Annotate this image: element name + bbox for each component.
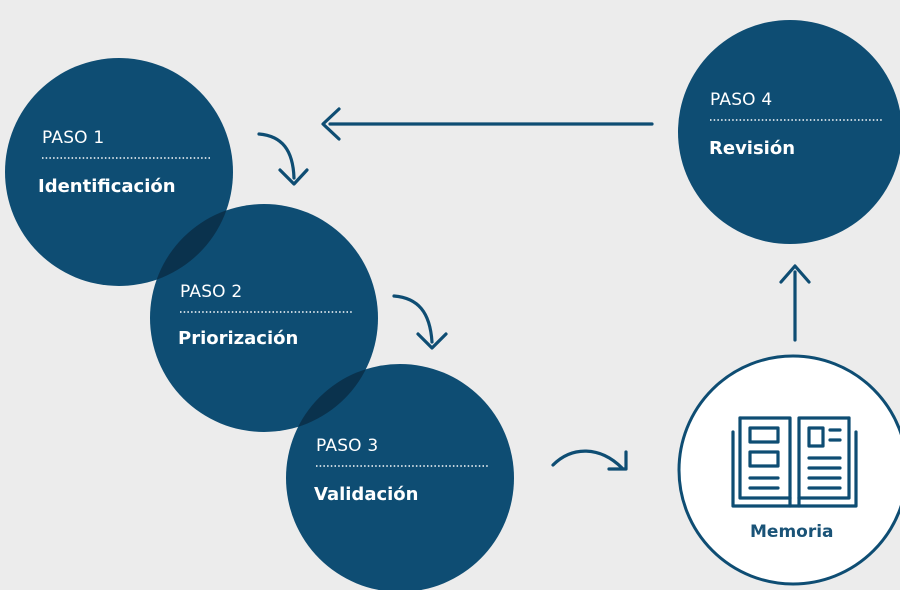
arrow-step1-to-step2: [257, 132, 309, 186]
arrow-step2-to-step3: [392, 294, 448, 350]
step-3-name: Validación: [314, 484, 419, 505]
step-4-name: Revisión: [709, 138, 796, 159]
step-1-name: Identificación: [38, 176, 176, 197]
step-3-circle: [286, 364, 514, 590]
memoria-label: Memoria: [750, 522, 834, 542]
arrow-memoria-to-step4: [779, 264, 811, 342]
step-2-circle: [150, 204, 378, 432]
step-3-label: PASO 3: [316, 436, 379, 456]
step-4-circle: [678, 20, 900, 244]
step-2-label: PASO 2: [180, 282, 243, 302]
arrow-step4-to-step1: [321, 107, 654, 141]
open-book-icon: [731, 416, 858, 508]
step-4-label: PASO 4: [710, 90, 773, 110]
arrow-step3-to-memoria: [551, 449, 628, 471]
step-2-name: Priorización: [178, 328, 299, 349]
step-1-label: PASO 1: [42, 128, 105, 148]
step-1-circle: [5, 58, 233, 286]
